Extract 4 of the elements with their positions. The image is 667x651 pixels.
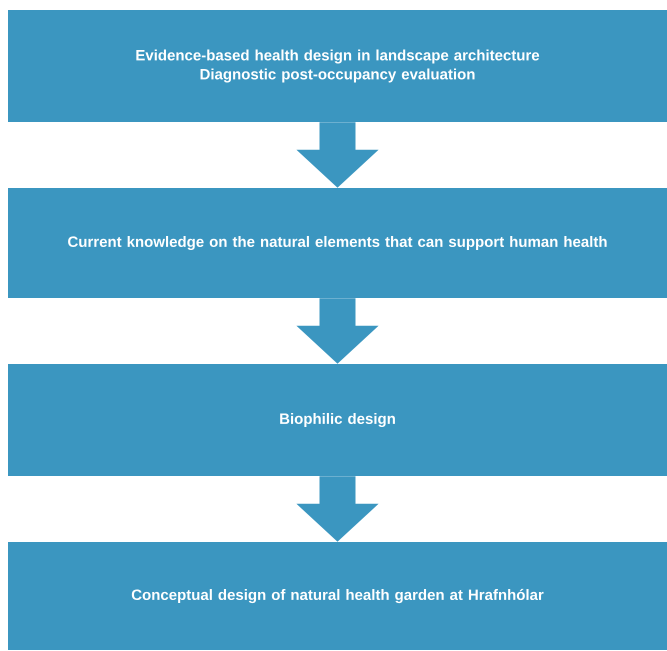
process-box: Conceptual design of natural health garden at Hrafnhólar — [8, 542, 667, 650]
process-box: Current knowledge on the natural elements that can support human health — [8, 188, 667, 298]
process-box: Biophilic design — [8, 364, 667, 476]
process-box: Evidence-based health design in landscape architecture Diagnostic post-occupancy evaluation — [8, 10, 667, 122]
